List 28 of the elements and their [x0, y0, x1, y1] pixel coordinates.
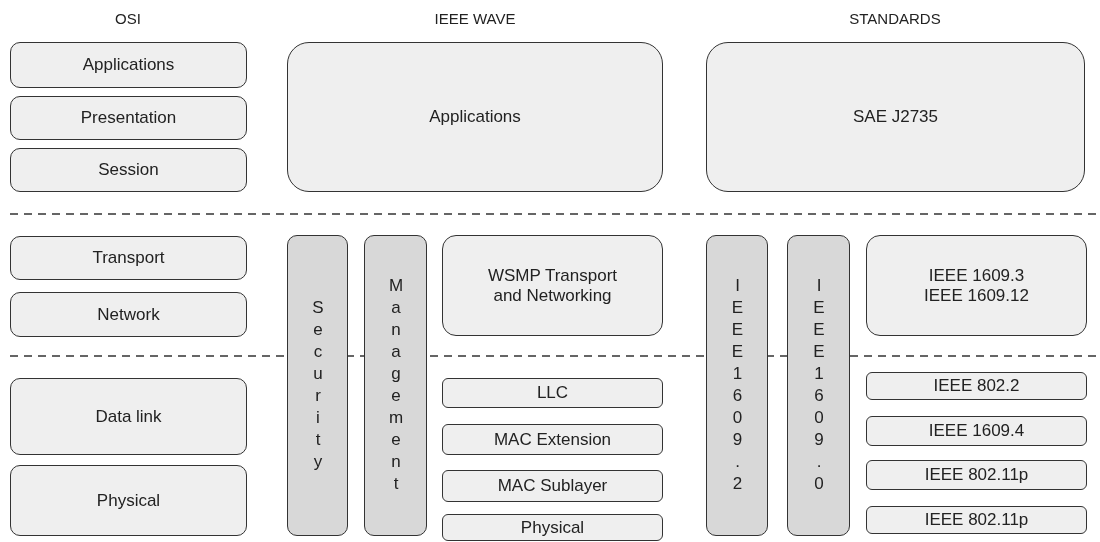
- layer-box: [866, 235, 1087, 336]
- vertical-layer-box: Management: [364, 235, 427, 536]
- layer-box: Physical: [442, 514, 663, 541]
- layer-box: IEEE 802.11p: [866, 506, 1087, 534]
- layer-box: Network: [10, 292, 247, 337]
- layer-box: SAE J2735: [706, 42, 1085, 192]
- layer-box: IEEE 802.2: [866, 372, 1087, 400]
- vertical-layer-box: IEEE1609.2: [706, 235, 768, 536]
- layer-box: Presentation: [10, 96, 247, 140]
- vertical-layer-box: IEEE1609.0: [787, 235, 850, 536]
- column-heading: OSI: [115, 10, 141, 27]
- layer-box: Physical: [10, 465, 247, 536]
- layer-box: Applications: [10, 42, 247, 88]
- layer-box: [442, 235, 663, 336]
- column-heading: STANDARDS: [849, 10, 941, 27]
- layer-label: IEEE 1609.3 IEEE 1609.12: [923, 265, 1030, 306]
- layer-box: Transport: [10, 236, 247, 280]
- column-heading: IEEE WAVE: [434, 10, 516, 27]
- layer-box: IEEE 1609.4: [866, 416, 1087, 446]
- layer-label: WSMP Transport and Networking: [486, 265, 619, 306]
- layer-box: LLC: [442, 378, 663, 408]
- layer-box: Applications: [287, 42, 663, 192]
- layer-box: MAC Sublayer: [442, 470, 663, 502]
- layer-box: IEEE 802.11p: [866, 460, 1087, 490]
- layer-box: Session: [10, 148, 247, 192]
- layer-box: MAC Extension: [442, 424, 663, 455]
- vertical-layer-box: Security: [287, 235, 348, 536]
- layer-box: Data link: [10, 378, 247, 455]
